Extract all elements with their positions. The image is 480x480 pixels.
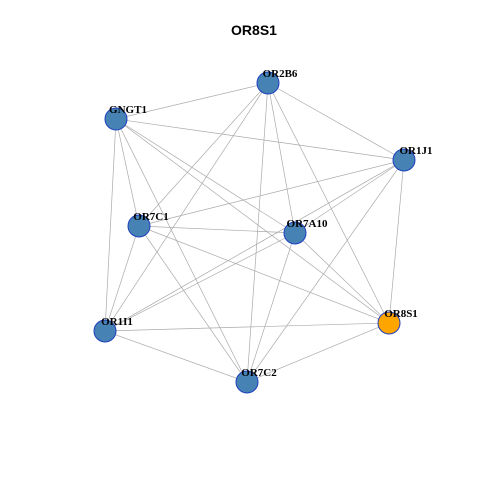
- node-or8s1[interactable]: OR8S1: [377, 308, 418, 335]
- node-circle[interactable]: [256, 71, 280, 95]
- edge-or7c1-or7c2: [138, 225, 248, 383]
- node-circle[interactable]: [377, 311, 401, 335]
- node-gngt1[interactable]: GNGT1: [104, 104, 147, 131]
- edge-or7a10-or8s1: [294, 232, 390, 324]
- node-or2b6[interactable]: OR2B6: [256, 68, 298, 95]
- edge-or1j1-or8s1: [388, 159, 405, 324]
- edges-layer: [104, 82, 405, 383]
- node-label: OR2B6: [263, 68, 298, 80]
- edge-or2b6-or7a10: [267, 82, 296, 234]
- edge-or7c1-or8s1: [138, 225, 390, 324]
- node-label: OR8S1: [384, 308, 418, 320]
- edge-gngt1-or8s1: [115, 118, 390, 324]
- node-circle[interactable]: [93, 319, 117, 343]
- edge-or1j1-or7c1: [138, 159, 405, 227]
- node-circle[interactable]: [127, 214, 151, 238]
- edge-or2b6-or1j1: [267, 82, 405, 161]
- edge-or8s1-or7c2: [246, 322, 390, 383]
- node-circle[interactable]: [235, 370, 259, 394]
- node-label: OR7C1: [133, 211, 168, 223]
- node-circle[interactable]: [283, 221, 307, 245]
- edge-or7c1-or1i1: [104, 225, 140, 332]
- edge-gngt1-or1j1: [115, 118, 405, 161]
- edge-or2b6-or1i1: [104, 82, 269, 332]
- node-or7c2[interactable]: OR7C2: [235, 367, 277, 394]
- edge-gngt1-or7c2: [115, 118, 248, 383]
- node-label: OR1I1: [101, 316, 133, 328]
- node-label: GNGT1: [109, 104, 147, 116]
- node-or7c1[interactable]: OR7C1: [127, 211, 169, 238]
- edge-or2b6-or7c2: [246, 82, 269, 383]
- diagram-title: OR8S1: [231, 22, 277, 38]
- node-circle[interactable]: [104, 107, 128, 131]
- edge-or1j1-or1i1: [104, 159, 405, 332]
- node-label: OR7A10: [287, 218, 328, 230]
- edge-gngt1-or7c1: [115, 118, 140, 227]
- edge-or1i1-or8s1: [104, 322, 390, 332]
- edge-or1j1-or7c2: [246, 159, 405, 383]
- node-label: OR1J1: [400, 145, 433, 157]
- node-or1j1[interactable]: OR1J1: [392, 145, 433, 172]
- edge-or1i1-or7c2: [104, 330, 248, 383]
- node-or1i1[interactable]: OR1I1: [93, 316, 133, 343]
- edge-or1j1-or7a10: [294, 159, 405, 234]
- edge-or7a10-or7c2: [246, 232, 296, 383]
- edge-or7a10-or1i1: [104, 232, 296, 332]
- edge-or7c1-or7a10: [138, 225, 296, 234]
- edge-or2b6-or7c1: [138, 82, 269, 227]
- node-or7a10[interactable]: OR7A10: [283, 218, 328, 245]
- node-label: OR7C2: [241, 367, 277, 379]
- edge-gngt1-or1i1: [104, 118, 117, 332]
- edge-gngt1-or7a10: [115, 118, 296, 234]
- node-circle[interactable]: [392, 148, 416, 172]
- edge-or2b6-gngt1: [115, 82, 269, 120]
